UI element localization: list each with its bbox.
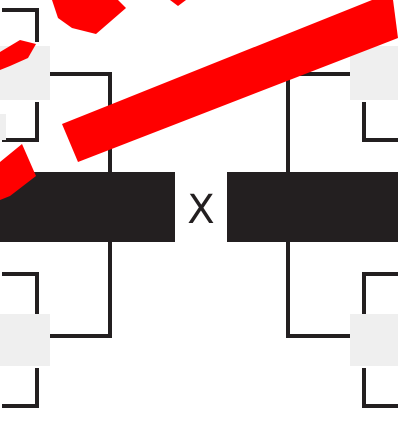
red-top-right-mark [170, 0, 186, 6]
left-lower-outer-connector [2, 274, 37, 314]
right-lower-outer-connector [364, 274, 398, 314]
right-upper-outer-connector [364, 102, 398, 140]
right-upper-connector [288, 74, 350, 172]
left-lower-connector [50, 242, 110, 336]
left-bottom-outer-connector [2, 368, 37, 406]
red-diagonal-stroke [62, 0, 398, 162]
red-top-scribble [52, 0, 126, 34]
left-slot-edge [0, 114, 6, 140]
versus-label: X [187, 187, 214, 233]
right-slot-top [350, 46, 398, 100]
right-slot-bottom [350, 314, 398, 366]
left-top-outer-connector [2, 10, 37, 42]
left-upper-outer-connector [2, 102, 37, 140]
right-final-slot [227, 172, 398, 242]
right-lower-connector [288, 242, 350, 336]
right-bottom-outer-connector [364, 368, 398, 406]
left-slot-bottom [0, 314, 50, 366]
red-marker-overlay [0, 0, 398, 200]
